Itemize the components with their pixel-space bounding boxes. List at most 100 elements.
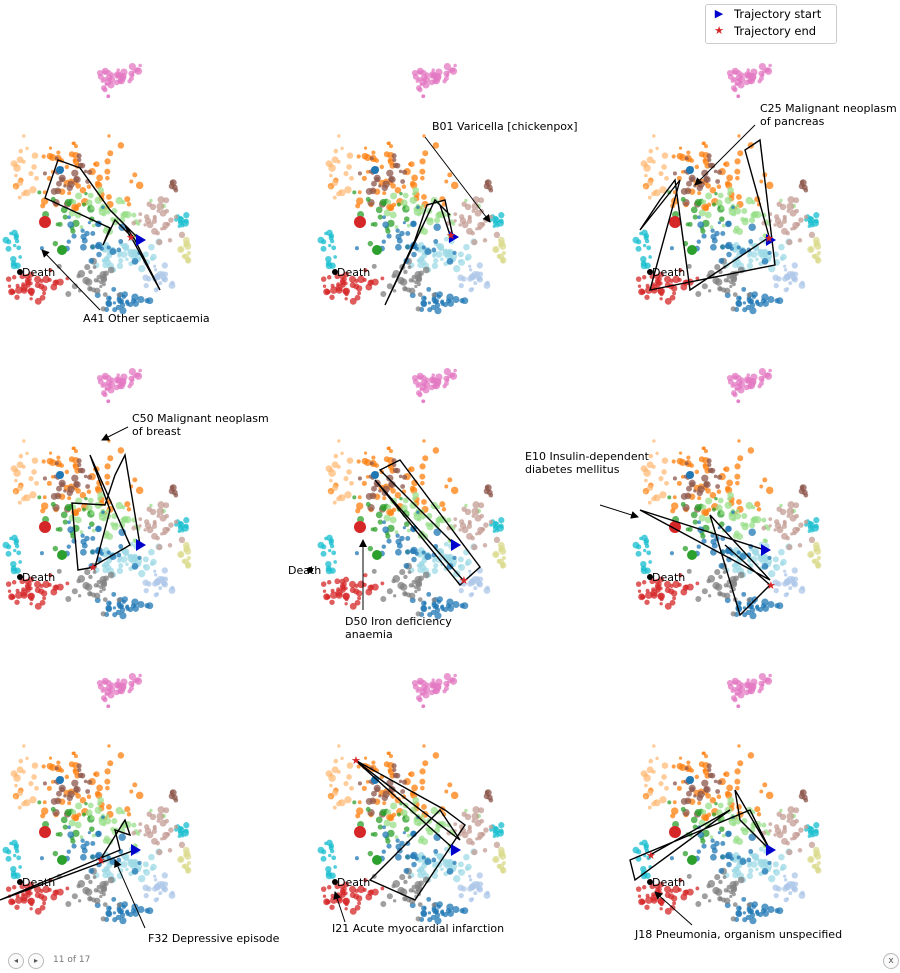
scatter-point [501,555,507,561]
scatter-point [335,286,343,294]
scatter-point [155,230,160,236]
scatter-point [421,550,426,555]
scatter-point [431,292,437,298]
annotation-arrow [599,504,639,519]
scatter-point [695,900,702,907]
scatter-point [440,867,444,871]
death-point [17,879,23,885]
scatter-point [375,816,383,824]
scatter-point [636,544,642,550]
scatter-point [696,849,701,854]
scatter-point [117,558,122,563]
scatter-point [664,785,669,791]
scatter-point [680,492,688,500]
scatter-point [678,573,683,578]
scatter-point [148,548,155,556]
scatter-point [772,861,779,868]
scatter-point [447,782,453,788]
scatter-point [117,142,125,149]
annotation-arrow [114,859,146,929]
scatter-point [439,300,444,305]
trajectory-line [374,459,481,587]
scatter-point [776,811,782,817]
scatter-point [422,691,430,699]
trajectory-line [629,789,771,882]
scatter-point [409,806,418,815]
scatter-point [79,796,87,804]
scatter-point [672,580,680,589]
scatter-point [153,268,158,272]
scatter-point [701,813,709,821]
scatter-point [714,888,723,896]
scatter-point [705,488,711,494]
scatter-point [690,206,698,214]
scatter-point [126,812,132,817]
scatter-point [776,276,782,282]
scatter-point [142,556,149,563]
scatter-point [497,253,505,260]
scatter-point [790,227,794,231]
scatter-point [404,244,411,250]
trajectory-start-marker [761,544,771,556]
scatter-point [432,863,437,868]
scatter-point [107,455,114,462]
scatter-point [759,484,764,489]
scatter-point [459,298,465,304]
scatter-point [177,529,182,533]
scatter-point [446,858,454,866]
scatter-point [131,220,137,226]
scatter-point [432,142,440,149]
scatter-point [111,896,117,902]
scatter-point [678,451,683,455]
scatter-point [18,865,22,869]
scatter-point [431,567,439,574]
scatter-point [84,278,93,286]
scatter-point [734,512,742,520]
scatter-point [495,528,500,533]
scatter-point [421,855,426,860]
next-page-button[interactable]: ▸ [28,953,44,969]
scatter-point [104,473,111,480]
scatter-point [406,528,411,533]
scatter-point [424,553,432,561]
scatter-point [367,850,374,857]
scatter-point [39,294,46,301]
scatter-point [10,872,18,880]
scatter-point [701,199,707,205]
scatter-point [768,569,776,578]
scatter-point [790,576,796,582]
scatter-point [678,146,683,150]
scatter-point [459,214,465,220]
scatter-point [441,507,447,512]
scatter-point-large [687,550,697,560]
scatter-point [59,786,65,793]
close-button[interactable]: x [883,953,899,969]
scatter-point [737,439,741,443]
scatter-point [690,511,698,519]
scatter-point [475,271,481,277]
scatter-point [701,588,708,595]
scatter-point [492,529,497,533]
scatter-point [409,548,416,555]
scatter-point [737,134,741,138]
scatter-point [434,307,442,315]
scatter-point [124,605,129,610]
scatter-point [86,794,92,800]
prev-page-button[interactable]: ◂ [8,953,24,969]
scatter-point [483,488,490,495]
scatter-point [644,294,650,300]
scatter-point [427,606,432,610]
scatter-point [395,533,400,538]
scatter-point [694,164,700,170]
scatter-point [173,214,179,220]
scatter-point [485,485,490,490]
scatter-point [404,205,410,211]
scatter-point [774,214,780,220]
scatter-point [75,488,81,494]
scatter-point [727,796,734,804]
scatter-point [791,567,798,574]
scatter-point [91,528,96,533]
scatter-point [386,809,392,815]
scatter-point [716,169,723,175]
